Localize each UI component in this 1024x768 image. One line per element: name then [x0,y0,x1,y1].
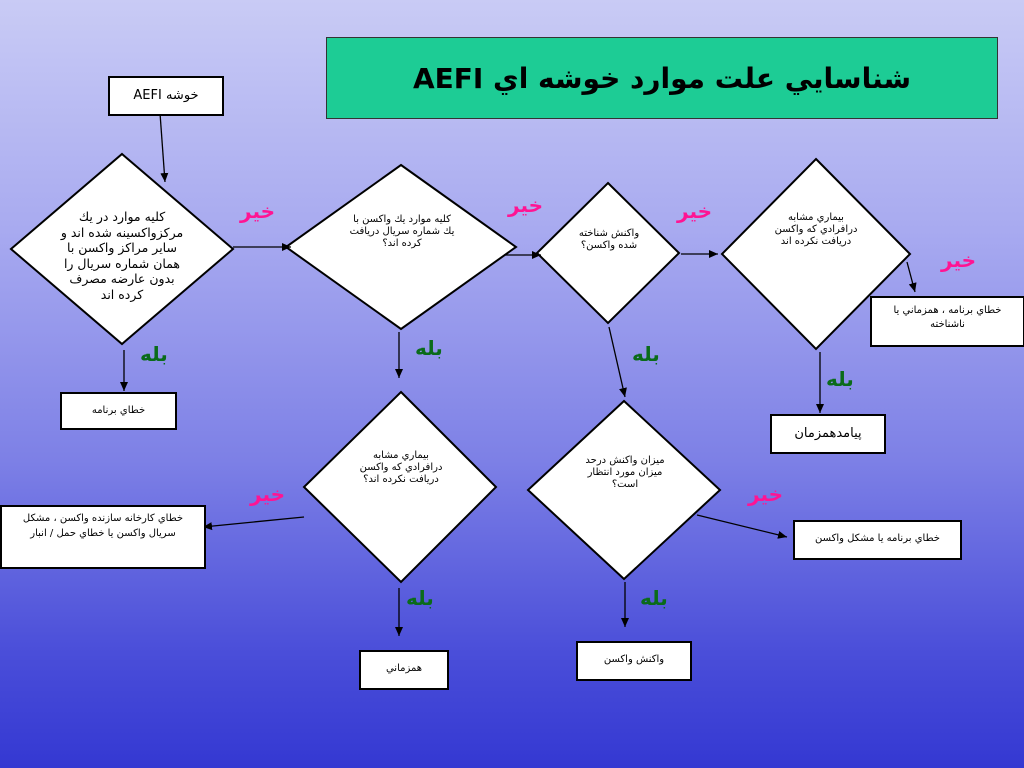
label-no-d3: خير [677,199,713,223]
arrow-d6-no [696,514,788,539]
label-yes-d4: بله [826,367,854,391]
outcome-manufacturer-error: خطاي كارخانه سازنده واكسن ، مشكل سريال و… [0,505,206,569]
label-no-d1: خير [240,199,276,223]
arrow-start-to-d1 [159,112,169,183]
decision-diamond-5 [302,390,498,584]
decision-diamond-2 [284,163,518,331]
outcome-coincidence: همزماني [359,650,449,690]
outcome-vaccine-reaction: واكنش واكسن [576,641,692,681]
outcome-program-or-vaccine-problem: خطاي برنامه يا مشكل واكسن [793,520,962,560]
outcome-coincidental: پيامدهمزمان [770,414,886,454]
label-yes-d3: بله [632,342,660,366]
label-no-d6: خير [748,482,784,506]
label-yes-d5: بله [406,586,434,610]
decision-diamond-6 [526,399,722,581]
decision-diamond-1 [9,152,235,346]
arrow-d3-yes [608,326,627,398]
label-no-d5: خير [250,482,286,506]
decision-text-5: بيماري مشابه درافرادي كه واكسن دريافت نك… [359,450,443,485]
decision-text-4: بيماري مشابه درافرادي كه واكسن دريافت نك… [774,212,858,247]
arrow-d5-no [202,516,305,531]
label-yes-d6: بله [640,586,668,610]
label-yes-d1: بله [140,342,168,366]
decision-diamond-3 [535,181,681,325]
decision-text-1: كليه موارد در يك مركزواكسينه شده اند و س… [60,209,184,302]
decision-text-6: ميزان واكنش درحد ميزان مورد انتظار است؟ [585,455,665,490]
label-yes-d2: بله [415,336,443,360]
start-box: خوشه AEFI [108,76,224,116]
label-no-d4: خير [941,248,977,272]
outcome-program-coincidence-unknown: خطاي برنامه ، همزماني يا ناشناخته [870,296,1024,347]
decision-diamond-4 [720,157,912,351]
page-title: شناسايي علت موارد خوشه اي AEFI [326,37,998,119]
label-no-d2: خير [508,193,544,217]
decision-text-3: واكنش شناخته شده واكسن؟ [578,228,640,251]
outcome-program-error: خطاي برنامه [60,392,177,430]
arrow-d4-no [906,261,917,293]
decision-text-2: كليه موارد يك واكسن با يك شماره سريال در… [349,214,455,249]
